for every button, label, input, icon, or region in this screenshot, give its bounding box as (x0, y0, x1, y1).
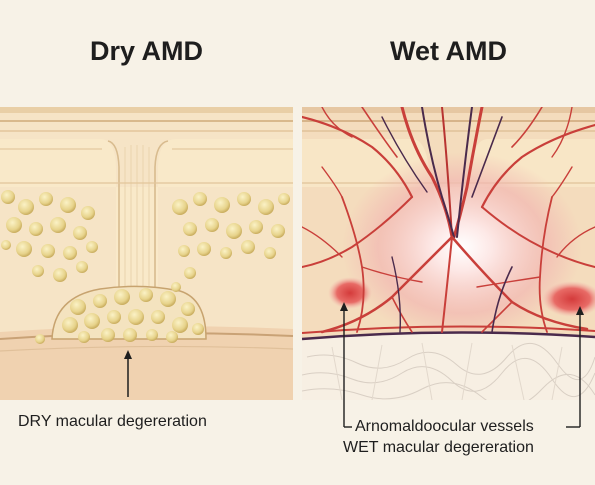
wet-caption: WET macular degereration (343, 439, 534, 456)
wet-label-leaders (343, 400, 581, 428)
dry-amd-cross-section (0, 107, 293, 400)
wet-vessel-label: Arnomaldoocular vessels (355, 418, 534, 435)
dry-pointer-arrow (124, 350, 132, 397)
drusen-deposits (1, 190, 290, 344)
leaking-blood-spots (328, 277, 595, 317)
dry-amd-title: Dry AMD (89, 36, 203, 66)
wet-amd-cross-section (302, 107, 595, 400)
wet-pointer-arrows (340, 302, 584, 400)
abnormal-blood-vessels (302, 107, 595, 334)
dry-caption: DRY macular degereration (18, 413, 207, 430)
wet-amd-title: Wet AMD (390, 36, 507, 66)
